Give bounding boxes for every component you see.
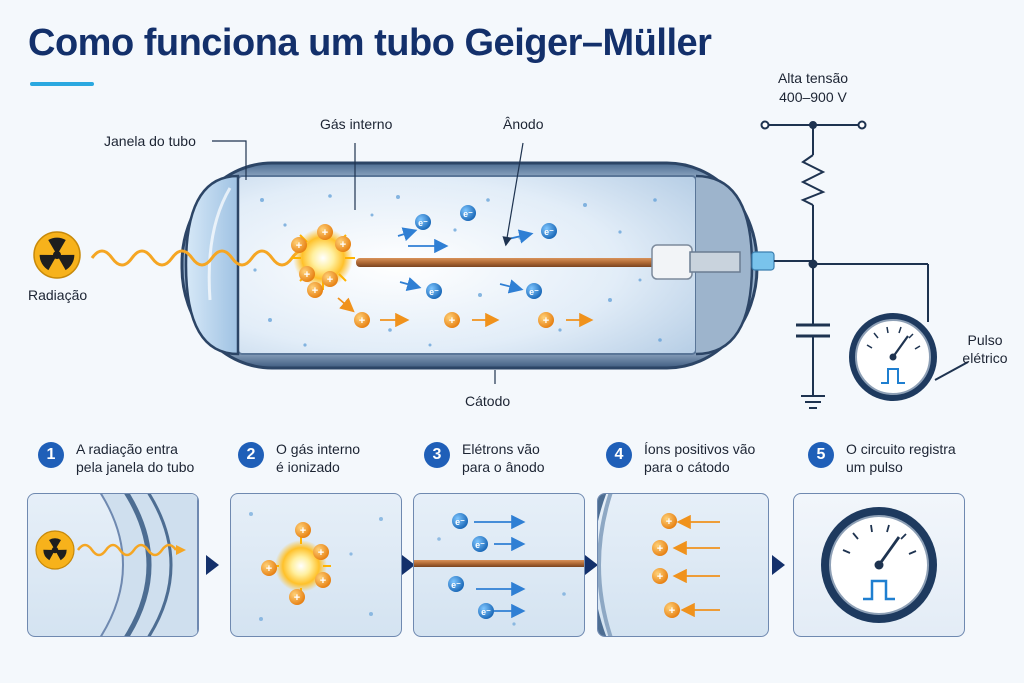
ion: + xyxy=(295,522,311,538)
svg-text:+: + xyxy=(296,240,302,252)
electron: e⁻ xyxy=(452,513,468,529)
electron: e⁻ xyxy=(478,603,494,619)
resistor-icon xyxy=(800,154,826,206)
step-arrow-icon xyxy=(402,555,415,575)
gas-particles xyxy=(253,194,662,347)
ion-arrows xyxy=(337,297,594,328)
ion: + xyxy=(289,589,305,605)
ion: + xyxy=(317,224,333,240)
electron: e⁻ xyxy=(526,283,542,299)
svg-text:+: + xyxy=(666,516,672,528)
ion: + xyxy=(652,568,668,584)
ion: + xyxy=(664,602,680,618)
svg-text:e⁻: e⁻ xyxy=(475,540,485,550)
electron: e⁻ xyxy=(460,205,476,221)
label-pulse-1: Pulso xyxy=(967,332,1003,348)
svg-text:e⁻: e⁻ xyxy=(455,517,465,527)
label-anode: Ânodo xyxy=(503,116,544,132)
step-4-panel: + + + + xyxy=(597,493,769,637)
ion: + xyxy=(261,560,277,576)
svg-text:+: + xyxy=(449,315,455,327)
svg-text:+: + xyxy=(657,571,663,583)
ion: + xyxy=(322,271,338,287)
particle-layer: e⁻ e⁻ e⁻ e⁻ e⁻ + + + + + + + + + xyxy=(291,205,557,328)
electron: e⁻ xyxy=(415,214,431,230)
electron: e⁻ xyxy=(472,536,488,552)
ion: + xyxy=(444,312,460,328)
svg-text:+: + xyxy=(300,525,306,537)
svg-text:e⁻: e⁻ xyxy=(529,287,539,297)
label-pulse-2: elétrico xyxy=(962,350,1008,366)
leader-lines xyxy=(212,140,524,384)
circuit xyxy=(760,120,969,409)
radiation-symbol-icon xyxy=(33,231,81,279)
svg-text:e⁻: e⁻ xyxy=(544,227,554,237)
svg-text:+: + xyxy=(294,592,300,604)
step-arrow-icon xyxy=(772,555,785,575)
svg-text:+: + xyxy=(543,315,549,327)
svg-text:e⁻: e⁻ xyxy=(429,287,439,297)
geiger-tube-diagram xyxy=(33,120,969,409)
label-voltage-1: Alta tensão xyxy=(777,70,849,86)
electron: e⁻ xyxy=(426,283,442,299)
svg-text:+: + xyxy=(318,547,324,559)
svg-text:e⁻: e⁻ xyxy=(481,607,491,617)
label-radiation: Radiação xyxy=(28,287,88,303)
svg-text:+: + xyxy=(312,285,318,297)
label-window: Janela do tubo xyxy=(104,133,196,149)
ion: + xyxy=(661,513,677,529)
ion: + xyxy=(315,572,331,588)
svg-text:+: + xyxy=(340,239,346,251)
step-number: 1 xyxy=(38,442,64,468)
svg-text:+: + xyxy=(304,269,310,281)
radiation-wave xyxy=(90,249,314,267)
ground-icon xyxy=(801,395,825,409)
step-3-panel: e⁻ e⁻ e⁻ e⁻ xyxy=(413,493,585,637)
svg-text:+: + xyxy=(657,543,663,555)
step-number: 3 xyxy=(424,442,450,468)
svg-text:e⁻: e⁻ xyxy=(418,218,428,228)
ion: + xyxy=(291,237,307,253)
meter-gauge-icon xyxy=(821,507,937,623)
svg-text:e⁻: e⁻ xyxy=(451,580,461,590)
page-title: Como funciona um tubo Geiger–Müller xyxy=(28,22,712,64)
svg-text:+: + xyxy=(669,605,675,617)
anode xyxy=(356,244,775,280)
step-number: 5 xyxy=(808,442,834,468)
step-arrow-icon xyxy=(585,555,598,575)
ion: + xyxy=(307,282,323,298)
ion: + xyxy=(652,540,668,556)
ion: + xyxy=(299,266,315,282)
radiation-symbol-icon xyxy=(35,530,75,570)
electron: e⁻ xyxy=(448,576,464,592)
svg-text:+: + xyxy=(322,227,328,239)
ion: + xyxy=(313,544,329,560)
ion: + xyxy=(538,312,554,328)
label-cathode: Cátodo xyxy=(465,393,511,409)
step-arrow-icon xyxy=(206,555,219,575)
title-underline xyxy=(30,82,94,86)
svg-text:e⁻: e⁻ xyxy=(463,209,473,219)
step-number: 4 xyxy=(606,442,632,468)
svg-text:+: + xyxy=(327,274,333,286)
label-voltage-2: 400–900 V xyxy=(779,89,847,105)
step-2-panel: + + + + + xyxy=(230,493,402,637)
svg-text:+: + xyxy=(320,575,326,587)
step-1-panel xyxy=(27,493,199,637)
step-number: 2 xyxy=(238,442,264,468)
meter-gauge-icon xyxy=(849,313,937,401)
step-5-panel xyxy=(793,493,965,637)
ion: + xyxy=(335,236,351,252)
svg-text:+: + xyxy=(359,315,365,327)
tube-window xyxy=(184,174,240,356)
label-gas: Gás interno xyxy=(320,116,393,132)
svg-text:+: + xyxy=(266,563,272,575)
ion: + xyxy=(354,312,370,328)
electron: e⁻ xyxy=(541,223,557,239)
